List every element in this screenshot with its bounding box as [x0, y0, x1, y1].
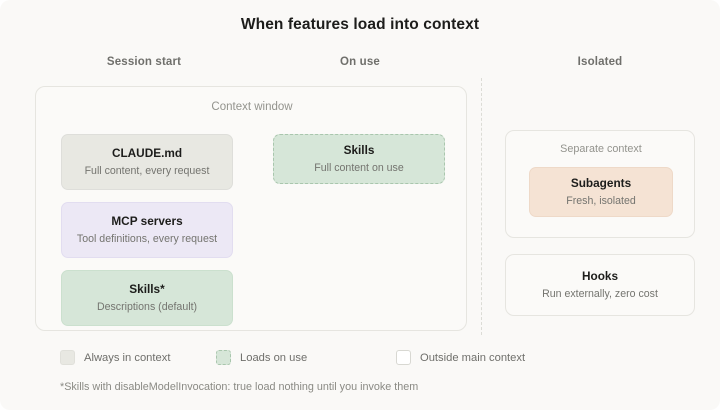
card-title: Hooks [581, 268, 619, 283]
card-mcp-servers[interactable]: MCP servers Tool definitions, every requ… [61, 202, 233, 258]
card-subtitle: Tool definitions, every request [76, 232, 218, 245]
card-hooks[interactable]: Hooks Run externally, zero cost [505, 254, 695, 316]
card-subtitle: Full content, every request [84, 164, 210, 177]
column-header-isolated: Isolated [577, 56, 623, 68]
page-title: When features load into context [240, 16, 480, 33]
dashed-green-swatch-icon [216, 350, 231, 365]
context-window-container: Context window CLAUDE.md Full content, e… [35, 86, 467, 331]
legend-label: Outside main context [420, 351, 526, 364]
card-title: MCP servers [111, 213, 183, 228]
vertical-dashed-divider [481, 78, 482, 335]
column-header-on-use: On use [340, 56, 380, 68]
separate-context-panel: Separate context Subagents Fresh, isolat… [505, 130, 695, 238]
separate-context-label: Separate context [560, 143, 642, 155]
card-subagents[interactable]: Subagents Fresh, isolated [529, 167, 673, 217]
card-skills-on-use[interactable]: Skills Full content on use [273, 134, 445, 184]
outlined-white-swatch-icon [396, 350, 411, 365]
context-window-label: Context window [211, 101, 293, 113]
card-title: CLAUDE.md [111, 145, 183, 160]
footnote: *Skills with disableModelInvocation: tru… [60, 381, 419, 393]
card-skills-descriptions[interactable]: Skills* Descriptions (default) [61, 270, 233, 326]
card-title: Subagents [570, 175, 632, 190]
card-subtitle: Descriptions (default) [96, 300, 198, 313]
legend-item-always-in-context: Always in context [60, 350, 170, 365]
legend-label: Loads on use [240, 351, 308, 364]
solid-gray-swatch-icon [60, 350, 75, 365]
card-subtitle: Full content on use [314, 161, 404, 174]
column-header-session-start: Session start [106, 56, 182, 68]
card-title: Skills [343, 142, 375, 157]
card-title: Skills* [129, 281, 165, 296]
legend-item-outside-main-context: Outside main context [396, 350, 525, 365]
card-claude-md[interactable]: CLAUDE.md Full content, every request [61, 134, 233, 190]
card-subtitle: Fresh, isolated [566, 194, 636, 207]
card-subtitle: Run externally, zero cost [542, 287, 658, 300]
legend-label: Always in context [84, 351, 171, 364]
legend-item-loads-on-use: Loads on use [216, 350, 307, 365]
